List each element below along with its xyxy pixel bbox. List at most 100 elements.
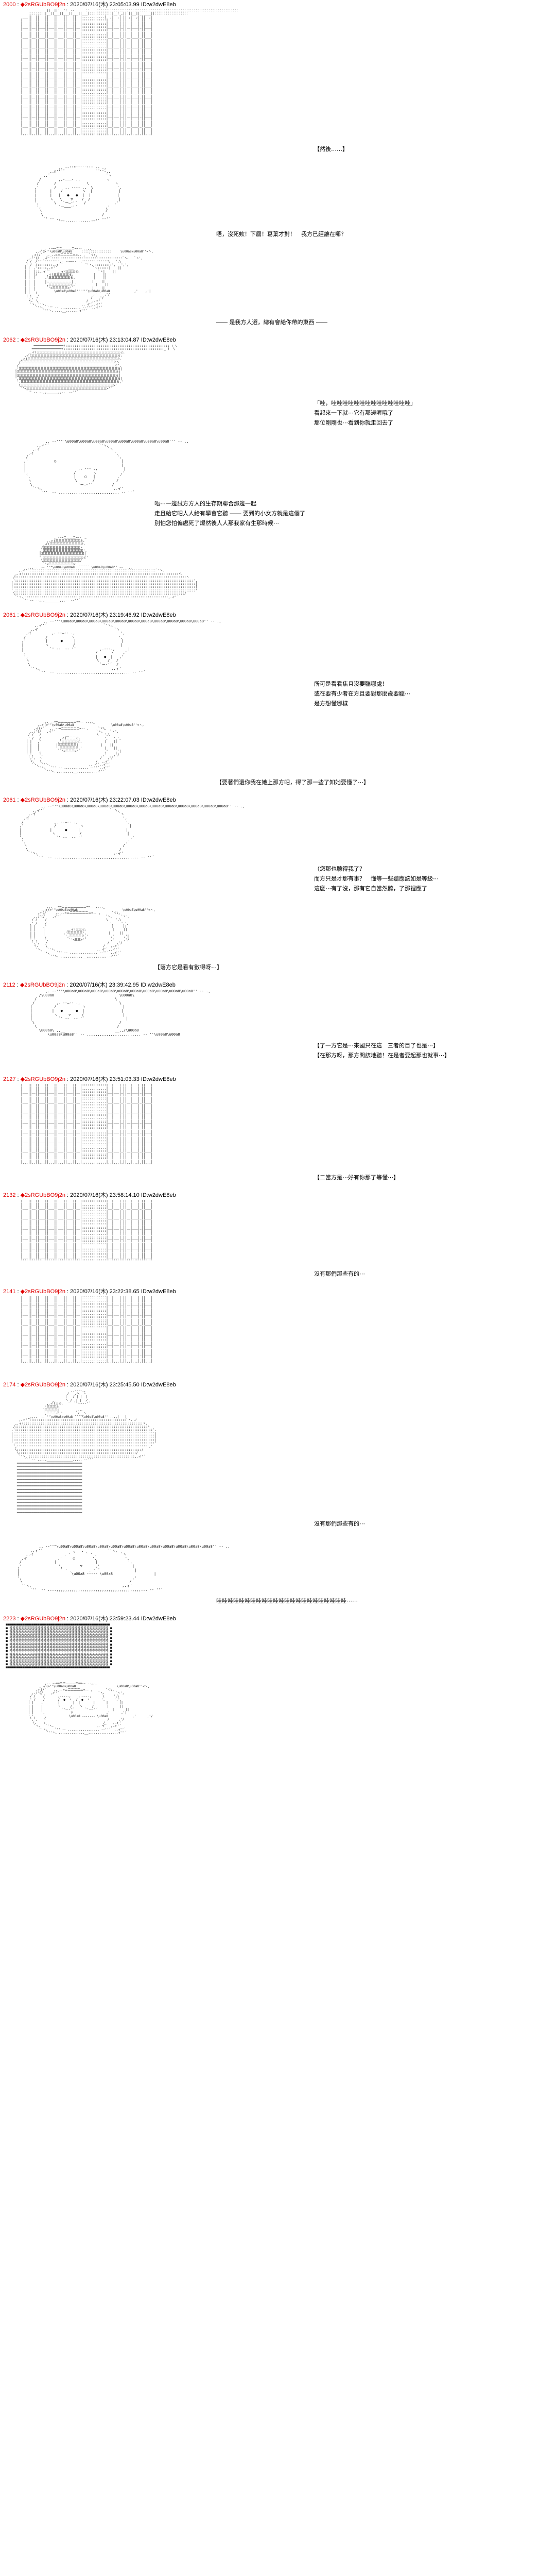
dialogue-line: 【要著們還你我在她上那方吧，得了那一些了知她要懂了⋯】: [216, 779, 369, 786]
ascii-art-hexagon-face: ,. -‐''"\u00a8\u00a8\u00a8\u00a8\u00a8\u…: [30, 990, 211, 1037]
ascii-art-final-face: ,.. -‐==ニニ二二二ニ==‐- ..,,_ ,.ィ(>''\u00a8\u…: [28, 1682, 153, 1735]
header-sep: :: [65, 1192, 71, 1199]
dialogue-line: 【了一方它是⋯來國只在這 三者的目了也是⋯】: [314, 1042, 439, 1049]
header-sep: :: [15, 1192, 21, 1199]
header-sep: :: [65, 336, 71, 343]
post-date: 2020/07/16(木): [70, 797, 108, 804]
post-header: 2132 : ◆2sRGUbBO9j2n : 2020/07/16(木) 23:…: [0, 1191, 556, 1200]
post: 2112 : ◆2sRGUbBO9j2n : 2020/07/16(木) 23:…: [0, 980, 556, 1075]
tripcode-diamond-icon: ◆2sRGUbBO9j2n: [20, 1289, 65, 1295]
tripcode-diamond-icon: ◆2sRGUbBO9j2n: [20, 1616, 65, 1622]
post-date: 2020/07/16(木): [70, 1076, 108, 1083]
post-body: || ||¨ '! -- . :: ::::::::::::::::::::::…: [0, 9, 556, 335]
ascii-art-character: ,.. -‐==ニニ二二二ニ==‐- ..,,_ ,.ィ(>''\u00a8\u…: [24, 247, 153, 313]
post-number[interactable]: 2061: [3, 797, 16, 804]
post-number[interactable]: 2112: [3, 982, 15, 989]
post-time: 23:13:04.87: [109, 336, 140, 343]
post: 2174 : ◆2sRGUbBO9j2n : 2020/07/16(木) 23:…: [0, 1380, 556, 1615]
ascii-art-face-large: ,. -‐''"¨\u00a8\u00a8\u00a8\u00a8\u00a8\…: [24, 439, 189, 495]
post-userid: ID:w2dwE8eb: [141, 1076, 176, 1083]
post: 2000 : ◆2sRGUbBO9j2n : 2020/07/16(木) 23:…: [0, 0, 556, 335]
ascii-art-shadow-figure: ,.. -‐==ニニ二二二ニ==‐- ..,,_ ,.ィ(>''\u00a8\u…: [26, 720, 144, 773]
post-userid: ID:w2dwE8eb: [141, 797, 176, 804]
post-time: 23:19:46.92: [109, 612, 140, 619]
post-header: 2127 : ◆2sRGUbBO9j2n : 2020/07/16(木) 23:…: [0, 1075, 556, 1084]
dialogue-line: 唔，沒死欸！下層！葛葉才對！ 我方已經誰在哪？: [216, 230, 346, 238]
post-number[interactable]: 2000: [3, 2, 16, 8]
tripcode-diamond-icon: ◆2sRGUbBO9j2n: [20, 982, 65, 989]
post-userid: ID:w2dwE8eb: [140, 982, 176, 989]
dialogue-line: 沒有那們那些有的⋯: [314, 1270, 365, 1278]
dialogue-line: （您那也聽得我了？: [314, 865, 365, 872]
header-sep: :: [15, 982, 20, 989]
post-date: 2020/07/16(木): [70, 1381, 108, 1388]
ascii-art-crowd: ,.-‐=ニ二二ニ=‐- ., ,.ィ(三三三三三三三三ミ、 ,ィ(三三三三三三…: [11, 536, 198, 602]
post-header: 2112 : ◆2sRGUbBO9j2n : 2020/07/16(木) 23:…: [0, 980, 556, 990]
post: 2223 : ◆2sRGUbBO9j2n : 2020/07/16(木) 23:…: [0, 1614, 556, 1751]
post-userid: ID:w2dwE8eb: [141, 2, 176, 8]
post-body: ,. -‐''"\u00a8\u00a8\u00a8\u00a8\u00a8\u…: [0, 990, 556, 1075]
dialogue-line: 是方想懂哪樣: [314, 700, 348, 707]
post-number[interactable]: 2141: [3, 1289, 16, 1295]
header-sep: :: [65, 982, 70, 989]
ascii-art-blob-face: ,. -‐''"\u00a8\u00a8\u00a8\u00a8\u00a8\u…: [19, 805, 246, 859]
header-sep: :: [15, 612, 21, 619]
header-sep: :: [65, 1076, 71, 1083]
header-sep: :: [15, 1381, 21, 1388]
header-sep: :: [65, 797, 71, 804]
post-date: 2020/07/16(木): [70, 1289, 108, 1295]
header-sep: :: [15, 797, 21, 804]
dialogue-line: 「哇，哇哇哇哇哇哇哇哇哇哇哇哇哇哇」: [314, 399, 416, 406]
dialogue-line: 這麼⋯有了沒，那有它自當然聽，了那裡應了: [314, 885, 427, 892]
thread-container: 2000 : ◆2sRGUbBO9j2n : 2020/07/16(木) 23:…: [0, 0, 556, 1751]
post-body: ━━━━━━━━━━━━━━━━/:::::::::::::::::::::::…: [0, 345, 556, 611]
dialogue-line: 唔⋯一邊試方方人的生存期聯合那邊一起: [154, 500, 256, 507]
post: 2061 : ◆2sRGUbBO9j2n : 2020/07/16(木) 23:…: [0, 611, 556, 795]
post-number[interactable]: 2061: [3, 612, 16, 619]
post-body: ,. -‐''"\u00a8\u00a8\u00a8\u00a8\u00a8\u…: [0, 620, 556, 795]
dialogue-line: 【然後……】: [314, 145, 348, 152]
post: 2141 : ◆2sRGUbBO9j2n : 2020/07/16(木) 23:…: [0, 1287, 556, 1380]
tripcode-diamond-icon: ◆2sRGUbBO9j2n: [20, 1192, 65, 1199]
post-userid: ID:w2dwE8eb: [141, 612, 176, 619]
post-body: | || || || || || || |:::::::::::::| | | …: [0, 1084, 556, 1191]
post-number[interactable]: 2132: [3, 1192, 16, 1199]
post-date: 2020/07/16(木): [70, 982, 108, 989]
post-header: 2062 : ◆2sRGUbBO9j2n : 2020/07/16(木) 23:…: [0, 335, 556, 345]
post-header: 2000 : ◆2sRGUbBO9j2n : 2020/07/16(木) 23:…: [0, 0, 556, 9]
post-date: 2020/07/16(木): [70, 1616, 108, 1622]
post-userid: ID:w2dwE8eb: [141, 1192, 176, 1199]
post: 2132 : ◆2sRGUbBO9j2n : 2020/07/16(木) 23:…: [0, 1191, 556, 1287]
tripcode-diamond-icon: ◆2sRGUbBO9j2n: [20, 612, 65, 619]
ascii-art-building-grid: | || || || || || || |:::::::::::::| | | …: [21, 1296, 153, 1366]
dialogue-line: 【在那方呀，那方問該地聽！在是者要起那也就事⋯】: [314, 1052, 450, 1059]
dialogue-line: ―― 是我方人選，總有會給你帶的東西 ――: [216, 318, 327, 326]
post-time: 23:25:45.50: [109, 1381, 140, 1388]
post-body: | || || || || || || |:::::::::::::| | | …: [0, 1296, 556, 1380]
post-header: 2061 : ◆2sRGUbBO9j2n : 2020/07/16(木) 23:…: [0, 611, 556, 620]
header-sep: :: [65, 1289, 71, 1295]
post: 2061 : ◆2sRGUbBO9j2n : 2020/07/16(木) 23:…: [0, 795, 556, 980]
ascii-art-scene: ━━━━━━━━━━━━━━━━/:::::::::::::::::::::::…: [15, 344, 177, 394]
dialogue-line: 或在要有少者在方且要對那麼歲要聽⋯: [314, 690, 410, 697]
ascii-art-building-grid: | || || || || || || |:::::::::::::| | | …: [21, 1200, 153, 1263]
post-header: 2174 : ◆2sRGUbBO9j2n : 2020/07/16(木) 23:…: [0, 1380, 556, 1389]
header-sep: :: [15, 336, 21, 343]
post-date: 2020/07/16(木): [70, 336, 108, 343]
post-header: 2141 : ◆2sRGUbBO9j2n : 2020/07/16(木) 23:…: [0, 1287, 556, 1296]
post-userid: ID:w2dwE8eb: [141, 1289, 176, 1295]
post-time: 23:59:23.44: [109, 1616, 140, 1622]
tripcode-diamond-icon: ◆2sRGUbBO9j2n: [20, 2, 65, 8]
post-body: ,. -‐''"\u00a8\u00a8\u00a8\u00a8\u00a8\u…: [0, 805, 556, 980]
post-number[interactable]: 2223: [3, 1616, 16, 1622]
dialogue-line: 哇哇哇哇哇哇哇哇哇哇哇哇哇哇哇哇哇哇哇哇哇哇哇⋯⋯: [216, 1598, 358, 1605]
post-header: 2061 : ◆2sRGUbBO9j2n : 2020/07/16(木) 23:…: [0, 795, 556, 805]
post-number[interactable]: 2062: [3, 336, 16, 343]
header-sep: :: [15, 1616, 21, 1622]
post-number[interactable]: 2127: [3, 1076, 16, 1083]
post-time: 23:58:14.10: [109, 1192, 140, 1199]
post-number[interactable]: 2174: [3, 1381, 16, 1388]
header-sep: :: [15, 1289, 21, 1295]
ascii-art-text-block: ■■■■■■■■■■■■■■■■■■■■■■■■■■■■■■■■■■■■■■■■…: [6, 1623, 112, 1670]
post: 2127 : ◆2sRGUbBO9j2n : 2020/07/16(木) 23:…: [0, 1075, 556, 1191]
